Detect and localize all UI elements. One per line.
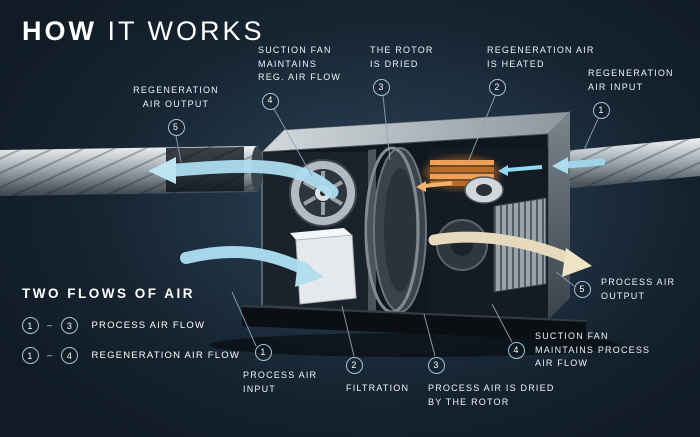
legend-item-regeneration-air-flow: 1 – 4 REGENERATION AIR FLOW	[22, 347, 240, 364]
legend-dash: –	[47, 320, 54, 331]
regeneration-output-arrow	[148, 157, 339, 199]
legend-item-process-air-flow: 1 – 3 PROCESS AIR FLOW	[22, 317, 240, 334]
callout-number: 3	[373, 79, 390, 96]
machine-right-face	[548, 112, 570, 320]
callout-number: 1	[593, 102, 610, 119]
page-title: HOW IT WORKS	[22, 16, 265, 47]
legend-number-from: 1	[22, 347, 39, 364]
legend: TWO FLOWS OF AIR 1 – 3 PROCESS AIR FLOW …	[22, 286, 240, 377]
callout-rotor-dried: THE ROTOR IS DRIED 3	[370, 44, 434, 96]
process-fan	[464, 176, 504, 204]
callout-label: REGENERATION AIR OUTPUT	[133, 85, 219, 109]
legend-dash: –	[47, 350, 54, 361]
legend-title: TWO FLOWS OF AIR	[22, 286, 195, 301]
regeneration-input-arrow	[552, 157, 606, 174]
legend-label: PROCESS AIR FLOW	[91, 320, 206, 331]
callout-regeneration-air-heated: REGENERATION AIR IS HEATED 2	[487, 44, 595, 96]
callout-number: 2	[346, 357, 363, 374]
machine-base	[241, 305, 587, 341]
legend-number-to: 3	[61, 317, 79, 334]
callout-label: FILTRATION	[346, 383, 410, 393]
callout-label: REGENERATION AIR IS HEATED	[487, 45, 595, 69]
callout-label: PROCESS AIR IS DRIED BY THE ROTOR	[428, 383, 555, 407]
process-output-arrow	[428, 231, 592, 277]
callout-suction-fan-reg: SUCTION FAN MAINTAINS REG. AIR FLOW 4	[258, 44, 341, 110]
leader-lines	[175, 95, 599, 357]
process-input-arrow	[180, 246, 324, 287]
heated-air-arrows	[416, 165, 543, 192]
title-emphasis: HOW	[22, 16, 97, 46]
callout-number: 1	[255, 344, 272, 361]
left-duct	[0, 146, 263, 196]
flow-arrows	[148, 157, 606, 287]
legend-label: REGENERATION AIR FLOW	[91, 350, 241, 361]
callout-process-air-input: 1 PROCESS AIR INPUT	[243, 344, 317, 396]
callout-label: REGENERATION AIR INPUT	[588, 68, 674, 92]
title-rest: IT WORKS	[107, 16, 265, 46]
legend-number-to: 4	[61, 347, 79, 364]
callout-number: 5	[574, 281, 591, 298]
callout-label: SUCTION FAN MAINTAINS REG. AIR FLOW	[258, 45, 342, 82]
callout-process-air-output: 5 PROCESS AIR OUTPUT	[574, 276, 675, 303]
callout-number: 5	[167, 119, 185, 136]
callout-regeneration-air-input: REGENERATION AIR INPUT 1	[588, 67, 674, 119]
callout-number: 2	[489, 79, 506, 96]
callout-regeneration-air-output: REGENERATION AIR OUTPUT 5	[118, 84, 234, 136]
callout-label: THE ROTOR IS DRIED	[370, 45, 434, 69]
callout-process-air-dried: 3 PROCESS AIR IS DRIED BY THE ROTOR	[428, 357, 555, 409]
callout-number: 4	[508, 341, 525, 359]
machine-body	[261, 111, 571, 321]
callout-label: PROCESS AIR OUTPUT	[601, 277, 676, 301]
callout-number: 4	[262, 92, 279, 110]
rotor	[364, 146, 427, 314]
callout-label: SUCTION FAN MAINTAINS PROCESS AIR FLOW	[535, 331, 651, 368]
callout-number: 3	[428, 357, 445, 374]
callout-label: PROCESS AIR INPUT	[243, 370, 318, 394]
process-drum	[436, 219, 488, 271]
legend-number-from: 1	[22, 317, 39, 334]
callout-suction-fan-process: 4 SUCTION FAN MAINTAINS PROCESS AIR FLOW	[508, 330, 650, 371]
callout-filtration: 2 FILTRATION	[346, 357, 409, 396]
